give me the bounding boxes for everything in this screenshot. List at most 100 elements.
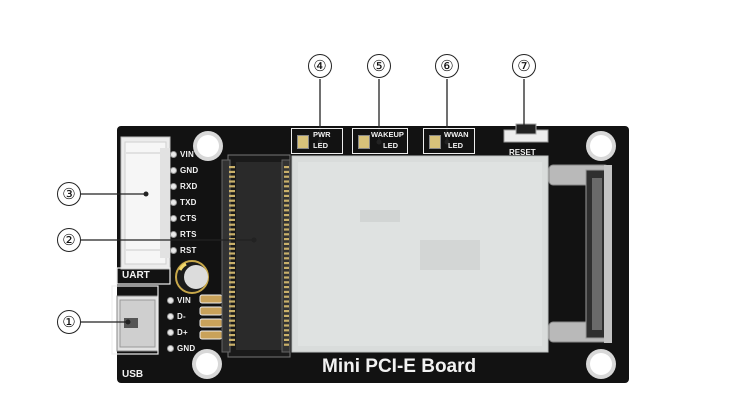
slot-pin [229, 271, 235, 274]
slot-pin [229, 199, 235, 202]
capacitor [175, 260, 209, 294]
slot-pin [284, 214, 289, 217]
slot-pin [284, 185, 289, 188]
slot-pin [229, 329, 235, 332]
leader-dot-7 [521, 127, 527, 133]
pin-label: VIN [177, 296, 191, 305]
slot-pin [284, 314, 289, 317]
led-box-wakeup: WAKEUP LED [352, 128, 408, 154]
slot-pin [284, 228, 289, 231]
slot-pin [229, 223, 235, 226]
slot-pin [229, 233, 235, 236]
pin-pad [170, 183, 177, 190]
slot-pin [284, 233, 289, 236]
slot-pin [284, 343, 289, 346]
led-pwr-line1: PWR [313, 130, 331, 139]
slot-pin [229, 305, 235, 308]
pin-row: D- [167, 312, 186, 321]
leader-dot-5 [376, 139, 382, 145]
uart-label-box [116, 267, 171, 285]
slot-pin [229, 170, 235, 173]
pin-pad [170, 231, 177, 238]
uart-header [120, 136, 171, 270]
callout-2: ② [57, 228, 81, 252]
slot-pin [229, 166, 235, 169]
slot-pin [284, 175, 289, 178]
leader-dot-2 [251, 237, 257, 243]
pin-row: GND [170, 166, 198, 175]
slot-pin [229, 290, 235, 293]
slot-pin [229, 180, 235, 183]
pin-row: CTS [170, 214, 197, 223]
pin-label: D- [177, 312, 186, 321]
slot-pin [229, 214, 235, 217]
pin-row: D+ [167, 328, 188, 337]
pin-row: TXD [170, 198, 197, 207]
slot-pin [284, 324, 289, 327]
pin-pad [170, 199, 177, 206]
led-wakeup-indicator [358, 135, 370, 149]
led-wwan-line2: LED [448, 141, 463, 150]
pin-label: RTS [180, 230, 197, 239]
callout-4: ④ [308, 54, 332, 78]
pin-pad [170, 247, 177, 254]
led-wakeup-line2: LED [383, 141, 398, 150]
pin-row: RTS [170, 230, 197, 239]
pin-pad [170, 167, 177, 174]
pin-pad [170, 215, 177, 222]
slot-pin [229, 324, 235, 327]
slot-pin [229, 343, 235, 346]
pin-row: RXD [170, 182, 198, 191]
slot-pin [284, 257, 289, 260]
uart-label: UART [122, 270, 150, 281]
led-wwan-indicator [429, 135, 441, 149]
callout-6: ⑥ [435, 54, 459, 78]
slot-pin [284, 290, 289, 293]
slot-pin [229, 247, 235, 250]
pin-row: RST [170, 246, 197, 255]
slot-pin [284, 180, 289, 183]
slot-pin [284, 338, 289, 341]
slot-pin [284, 300, 289, 303]
pin-pad [167, 313, 174, 320]
pin-row: GND [167, 344, 195, 353]
slot-pin [284, 286, 289, 289]
slot-pin [284, 223, 289, 226]
slot-pin [229, 310, 235, 313]
slot-pin [284, 319, 289, 322]
led-wakeup-line1: WAKEUP [371, 130, 404, 139]
pin-pad [167, 345, 174, 352]
board-title: Mini PCI-E Board [322, 356, 477, 377]
slot-pin [229, 257, 235, 260]
pin-pad [170, 151, 177, 158]
slot-pin [229, 218, 235, 221]
leader-dot-6 [444, 139, 450, 145]
slot-pin [284, 305, 289, 308]
slot-pin [284, 281, 289, 284]
callout-5: ⑤ [367, 54, 391, 78]
slot-pin [229, 295, 235, 298]
slot-pin [229, 314, 235, 317]
pin-row: VIN [167, 296, 191, 305]
reset-label: RESET [509, 148, 536, 157]
slot-pin [229, 300, 235, 303]
pin-label: TXD [180, 198, 197, 207]
slot-pin [229, 262, 235, 265]
pcie-card [291, 155, 549, 353]
slot-pin [229, 204, 235, 207]
smd-components [199, 294, 223, 340]
slot-pin [284, 266, 289, 269]
slot-pin [229, 242, 235, 245]
slot-pin [284, 271, 289, 274]
slot-pin [284, 238, 289, 241]
slot-pin [229, 228, 235, 231]
pin-label: GND [180, 166, 199, 175]
slot-pin [229, 209, 235, 212]
slot-pin [284, 247, 289, 250]
card-latch [548, 164, 612, 343]
pin-row: VIN [170, 150, 194, 159]
mounting-hole-top-right [586, 131, 616, 161]
slot-pin [284, 276, 289, 279]
